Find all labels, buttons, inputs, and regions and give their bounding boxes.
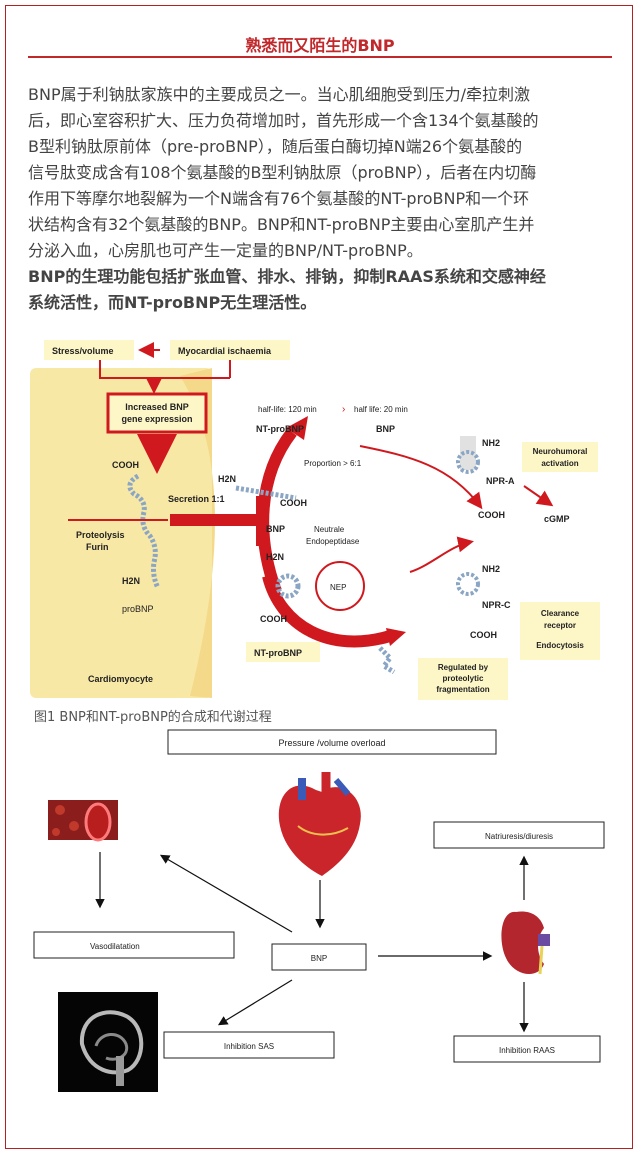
proportion-label: Proportion > 6:1 bbox=[304, 459, 362, 468]
bnp-effects-diagram: Pressure /volume overload Vasodilatation… bbox=[33, 729, 605, 1092]
nep-label: NEP bbox=[330, 583, 346, 592]
svg-text:›: › bbox=[342, 404, 345, 415]
nh2-a: NH2 bbox=[482, 438, 500, 448]
page-title: 熟悉而又陌生的BNP bbox=[245, 36, 395, 55]
inhibition-sas-box bbox=[163, 1031, 335, 1059]
probnp-chain bbox=[127, 473, 161, 590]
secretion-arc-top bbox=[257, 428, 297, 594]
gene-expression-box bbox=[106, 392, 208, 434]
secretion-label: Secretion 1:1 bbox=[168, 494, 225, 504]
receptor-label: receptor bbox=[544, 621, 576, 630]
figure-caption: 图1 BNP和NT-proBNP的合成和代谢过程 bbox=[34, 710, 272, 725]
bold-paragraph-line: 系统活性，而NT-proBNP无生理活性。 bbox=[28, 293, 317, 312]
increased-label: Increased BNP bbox=[125, 402, 189, 412]
nep-cycle bbox=[315, 561, 365, 611]
neutrale-label: Neutrale bbox=[314, 525, 345, 534]
secretion-arc-bottom bbox=[262, 574, 392, 648]
probnp-label: proBNP bbox=[122, 604, 154, 614]
half-life-ntprobnp: half-life: 120 min bbox=[258, 405, 317, 414]
activation-label: activation bbox=[541, 459, 578, 468]
npr-c: NPR-C bbox=[482, 600, 511, 610]
cooh-c: COOH bbox=[470, 630, 497, 640]
bnp-top: BNP bbox=[376, 424, 395, 434]
bnp-center-label: BNP bbox=[311, 954, 327, 963]
cooh-a: COOH bbox=[478, 510, 505, 520]
secretion-arrow bbox=[170, 514, 258, 526]
paragraph-line: 状结构含有32个氨基酸的BNP。BNP和NT-proBNP主要由心室肌产生并 bbox=[28, 215, 535, 234]
inhibition-sas-label: Inhibition SAS bbox=[224, 1042, 274, 1051]
regulated-label: Regulated by bbox=[438, 663, 489, 672]
cooh-bottom: COOH bbox=[260, 614, 287, 624]
endocytosis-label: Endocytosis bbox=[536, 641, 584, 650]
furin-label: Furin bbox=[86, 542, 109, 552]
fragmentation-label: fragmentation bbox=[436, 685, 489, 694]
paragraph-line: 作用下等摩尔地裂解为一个N端含有76个氨基酸的NT-proBNP和一个环 bbox=[28, 189, 530, 208]
stress-box bbox=[44, 340, 134, 360]
h2n-left: H2N bbox=[122, 576, 140, 586]
npr-a: NPR-A bbox=[486, 476, 515, 486]
paragraph-line: BNP属于利钠肽家族中的主要成员之一。当心肌细胞受到压力/牵拉刺激 bbox=[28, 85, 530, 104]
neurohumoral-label: Neurohumoral bbox=[533, 447, 588, 456]
blood-vessel-image bbox=[48, 800, 118, 842]
h2n-top: H2N bbox=[218, 474, 236, 484]
bold-paragraph-line: BNP的生理功能包括扩张血管、排水、排钠，抑制RAAS系统和交感神经 bbox=[28, 267, 546, 286]
proteolysis-label: Proteolysis bbox=[76, 530, 125, 540]
title-divider bbox=[28, 56, 612, 58]
paragraph-line: 信号肽变成含有108个氨基酸的B型利钠肽原（proBNP），后者在内切酶 bbox=[28, 163, 537, 182]
paragraph-line: 后，即心室容积扩大、压力负荷增加时，首先形成一个含134个氨基酸的 bbox=[28, 111, 539, 130]
ntprobnp-bottom: NT-proBNP bbox=[254, 648, 302, 658]
bnp-box bbox=[271, 943, 367, 971]
heart-image bbox=[278, 772, 361, 876]
paragraph-line: B型利钠肽原前体（pre-proBNP），随后蛋白酶切掉N端26个氨基酸的 bbox=[28, 137, 523, 156]
page-frame bbox=[5, 5, 633, 1149]
paragraph-line: 分泌入血，心房肌也可产生一定量的BNP/NT-proBNP。 bbox=[28, 241, 423, 260]
ischaemia-box bbox=[170, 340, 290, 360]
inhibition-raas-label: Inhibition RAAS bbox=[499, 1046, 555, 1055]
brain-mri-image bbox=[58, 992, 158, 1092]
gene-expression-label: gene expression bbox=[121, 414, 192, 424]
proteolytic-label: proteolytic bbox=[443, 674, 484, 683]
pressure-box bbox=[167, 729, 497, 755]
bnp-mid: BNP bbox=[266, 524, 285, 534]
endopeptidase-label: Endopeptidase bbox=[306, 537, 360, 546]
kidney-image bbox=[501, 911, 550, 975]
h2n-mid: H2N bbox=[266, 552, 284, 562]
vasodilatation-label: Vasodilatation bbox=[90, 942, 140, 951]
stress-label: Stress/volume bbox=[52, 346, 114, 356]
half-life-bnp: half life: 20 min bbox=[354, 405, 408, 414]
cgmp-label: cGMP bbox=[544, 514, 570, 524]
ischaemia-label: Myocardial ischaemia bbox=[178, 346, 272, 356]
cooh-left: COOH bbox=[112, 460, 139, 470]
cardiomyocyte-label: Cardiomyocyte bbox=[88, 674, 153, 684]
inhibition-raas-box bbox=[453, 1035, 601, 1063]
nh2-c: NH2 bbox=[482, 564, 500, 574]
pressure-label: Pressure /volume overload bbox=[278, 738, 385, 748]
natriuresis-label: Natriuresis/diuresis bbox=[485, 832, 553, 841]
vasodilatation-box bbox=[33, 931, 235, 959]
bnp-synthesis-diagram: Stress/volume Myocardial ischaemia Incre… bbox=[30, 340, 600, 700]
clearance-label: Clearance bbox=[541, 609, 580, 618]
cooh-top: COOH bbox=[280, 498, 307, 508]
ntprobnp-top: NT-proBNP bbox=[256, 424, 304, 434]
natriuresis-box bbox=[433, 821, 605, 849]
